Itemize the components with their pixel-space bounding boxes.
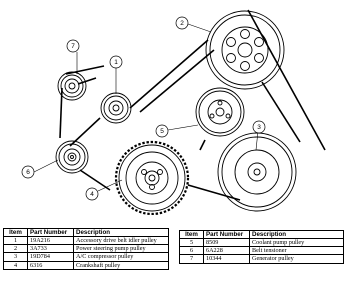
callout-4 xyxy=(85,187,99,201)
callout-5 xyxy=(155,124,169,138)
header-item: Item xyxy=(3,227,28,238)
legend-item: 3 xyxy=(3,252,28,262)
header-item: Item xyxy=(179,229,204,240)
accessory-drive-belt-idler-pulley xyxy=(100,92,132,124)
power-steering-pump-pulley xyxy=(205,10,285,90)
legend-description: A/C compressor pulley xyxy=(73,252,169,262)
callout-7-label: 7 xyxy=(71,43,75,50)
callout-2 xyxy=(175,16,189,30)
legend-item: 5 xyxy=(179,238,204,248)
legend-description: Crankshaft pulley xyxy=(73,260,169,270)
legend-description: Generator pulley xyxy=(249,254,344,264)
legend-part-number: 3A733 xyxy=(27,244,74,254)
parts-legend-table-left: Item Part Number Description 1 19A216 Ac… xyxy=(3,227,169,270)
header-part-number: Part Number xyxy=(203,229,250,240)
legend-header-row: Item Part Number Description xyxy=(3,227,169,238)
callout-3 xyxy=(252,120,266,134)
legend-header-row: Item Part Number Description xyxy=(179,229,344,240)
callout-2-label: 2 xyxy=(180,20,184,27)
legend-item: 7 xyxy=(179,254,204,264)
callout-5-label: 5 xyxy=(160,128,164,135)
parts-legend-table-right: Item Part Number Description 5 8509 Cool… xyxy=(179,229,344,264)
belt-tensioner xyxy=(55,140,89,174)
header-part-number: Part Number xyxy=(27,227,74,238)
callout-6-label: 6 xyxy=(26,169,30,176)
callout-1 xyxy=(109,55,123,69)
legend-item: 1 xyxy=(3,236,28,246)
header-description: Description xyxy=(249,229,344,240)
legend-row: 1 19A216 Accessory drive belt idler pull… xyxy=(3,236,169,246)
legend-item: 4 xyxy=(3,260,28,270)
legend-item: 6 xyxy=(179,246,204,256)
legend-part-number: 8509 xyxy=(203,238,250,248)
legend-part-number: 10344 xyxy=(203,254,250,264)
generator-pulley xyxy=(57,71,87,101)
legend-description: Accessory drive belt idler pulley xyxy=(73,236,169,246)
callout-leaders xyxy=(33,23,259,192)
legend-part-number: 6316 xyxy=(27,260,74,270)
legend-part-number: 6A228 xyxy=(203,246,250,256)
belt-routing-diagram: 1 2 3 4 5 6 7 xyxy=(21,9,326,215)
legend-row: 3 19D784 A/C compressor pulley xyxy=(3,252,169,262)
legend-description: Coolant pump pulley xyxy=(249,238,344,248)
legend-description: Belt tensioner xyxy=(249,246,344,256)
coolant-pump-pulley xyxy=(195,87,245,137)
legend-description: Power steering pump pulley xyxy=(73,244,169,254)
callout-4-label: 4 xyxy=(90,191,94,198)
accessory-drive-belt xyxy=(59,9,326,201)
callout-6 xyxy=(21,165,35,179)
callout-7 xyxy=(66,39,80,53)
crankshaft-pulley xyxy=(114,140,190,215)
legend-part-number: 19D784 xyxy=(27,252,74,262)
callout-3-label: 3 xyxy=(257,124,261,131)
header-description: Description xyxy=(73,227,169,238)
legend-row: 4 6316 Crankshaft pulley xyxy=(3,260,169,270)
callout-1-label: 1 xyxy=(114,59,118,66)
legend-item: 2 xyxy=(3,244,28,254)
legend-row: 6 6A228 Belt tensioner xyxy=(179,246,344,256)
ac-compressor-pulley xyxy=(217,132,297,212)
legend-row: 5 8509 Coolant pump pulley xyxy=(179,238,344,248)
legend-part-number: 19A216 xyxy=(27,236,74,246)
legend-row: 2 3A733 Power steering pump pulley xyxy=(3,244,169,254)
legend-row: 7 10344 Generator pulley xyxy=(179,254,344,264)
